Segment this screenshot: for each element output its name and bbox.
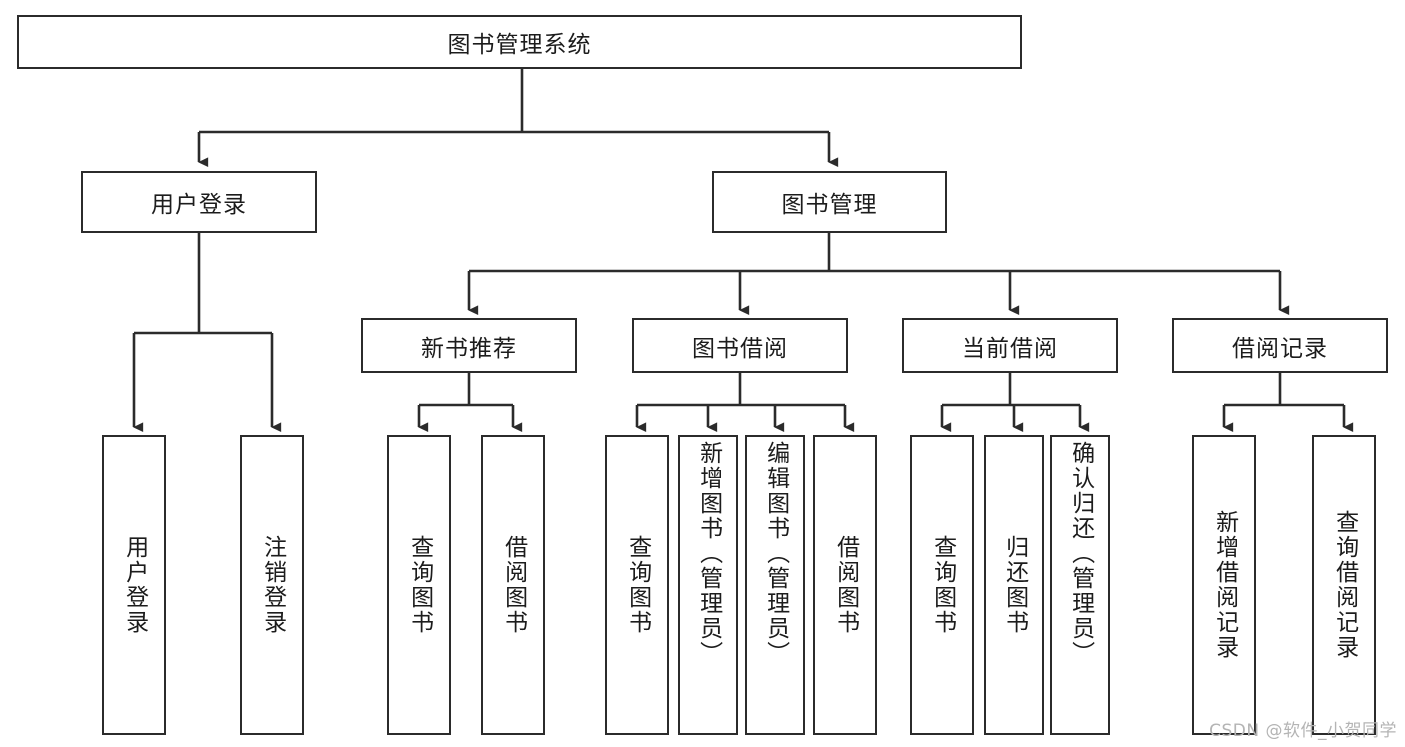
node-leaf-borrow-edit[interactable]: 编辑图书（管理员） (745, 435, 805, 735)
node-leaf-rec-borrow-label: 借阅图书 (500, 535, 527, 635)
leaf-text-wrap: 查询借阅记录 (1314, 437, 1374, 733)
leaf-text-wrap: 查询图书 (389, 437, 449, 733)
leaf-text-wrap: 编辑图书（管理员） (747, 437, 803, 733)
node-leaf-rec-borrow[interactable]: 借阅图书 (481, 435, 545, 735)
node-current-borrow-label: 当前借阅 (962, 335, 1058, 362)
node-root[interactable]: 图书管理系统 (17, 15, 1022, 69)
leaf-text-wrap: 借阅图书 (483, 437, 543, 733)
node-leaf-rec-query[interactable]: 查询图书 (387, 435, 451, 735)
node-leaf-cur-query[interactable]: 查询图书 (910, 435, 974, 735)
node-leaf-cur-query-label: 查询图书 (929, 535, 956, 635)
leaf-text-wrap: 新增图书（管理员） (680, 437, 736, 733)
node-new-book-rec-label: 新书推荐 (421, 335, 517, 362)
watermark: CSDN @软件_小贺同学 (1209, 721, 1397, 741)
node-new-book-rec[interactable]: 新书推荐 (361, 318, 577, 373)
node-leaf-borrow-do[interactable]: 借阅图书 (813, 435, 877, 735)
node-book-borrow[interactable]: 图书借阅 (632, 318, 848, 373)
node-leaf-rec-add-label: 新增借阅记录 (1211, 510, 1238, 660)
leaf-text-wrap: 用户登录 (104, 437, 164, 733)
leaf-text-wrap: 归还图书 (986, 437, 1042, 733)
node-leaf-cur-return[interactable]: 归还图书 (984, 435, 1044, 735)
leaf-text-wrap: 确认归还（管理员） (1052, 437, 1108, 733)
node-leaf-borrow-add-label: 新增图书（管理员） (695, 441, 722, 666)
node-leaf-borrow-edit-label: 编辑图书（管理员） (762, 441, 789, 666)
node-leaf-borrow-do-label: 借阅图书 (832, 535, 859, 635)
node-leaf-borrow-query[interactable]: 查询图书 (605, 435, 669, 735)
node-borrow-record-label: 借阅记录 (1232, 335, 1328, 362)
node-leaf-borrow-query-label: 查询图书 (624, 535, 651, 635)
node-leaf-rec-query-label: 查询图书 (406, 535, 433, 635)
node-user-login[interactable]: 用户登录 (81, 171, 317, 233)
leaf-text-wrap: 新增借阅记录 (1194, 437, 1254, 733)
node-leaf-user-login[interactable]: 用户登录 (102, 435, 166, 735)
node-leaf-cur-confirm-label: 确认归还（管理员） (1067, 441, 1094, 666)
node-leaf-user-logout[interactable]: 注销登录 (240, 435, 304, 735)
leaf-text-wrap: 注销登录 (242, 437, 302, 733)
leaf-text-wrap: 查询图书 (607, 437, 667, 733)
node-leaf-rec-query2[interactable]: 查询借阅记录 (1312, 435, 1376, 735)
node-book-manage-label: 图书管理 (781, 192, 878, 218)
node-root-label: 图书管理系统 (447, 32, 592, 58)
node-leaf-cur-return-label: 归还图书 (1001, 535, 1028, 635)
node-book-borrow-label: 图书借阅 (692, 335, 788, 362)
node-borrow-record[interactable]: 借阅记录 (1172, 318, 1388, 373)
leaf-text-wrap: 查询图书 (912, 437, 972, 733)
node-leaf-rec-add[interactable]: 新增借阅记录 (1192, 435, 1256, 735)
node-leaf-rec-query2-label: 查询借阅记录 (1331, 510, 1358, 660)
leaf-text-wrap: 借阅图书 (815, 437, 875, 733)
node-user-login-label: 用户登录 (151, 192, 247, 218)
node-leaf-user-logout-label: 注销登录 (259, 535, 286, 635)
node-leaf-cur-confirm[interactable]: 确认归还（管理员） (1050, 435, 1110, 735)
node-current-borrow[interactable]: 当前借阅 (902, 318, 1118, 373)
node-leaf-user-login-label: 用户登录 (121, 535, 148, 635)
node-book-manage[interactable]: 图书管理 (712, 171, 947, 233)
node-leaf-borrow-add[interactable]: 新增图书（管理员） (678, 435, 738, 735)
